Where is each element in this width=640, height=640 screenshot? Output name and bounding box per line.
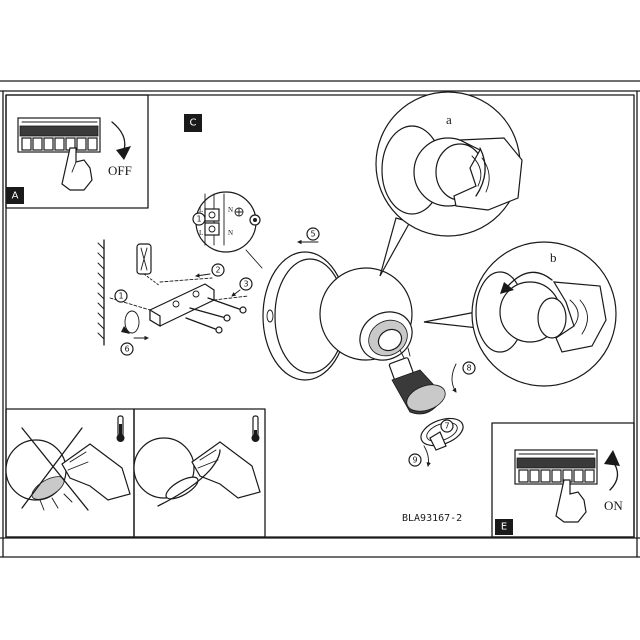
svg-text:5: 5	[310, 230, 315, 239]
step-marker: 2	[195, 263, 225, 278]
step-marker: 5	[297, 227, 320, 245]
terminal-label: N	[228, 206, 233, 214]
callout-b: b	[423, 241, 617, 387]
step-marker: 6	[120, 335, 149, 356]
panel-hot-warning	[5, 408, 135, 538]
panel-c-tag: C	[184, 114, 202, 132]
step-marker: 9	[408, 445, 431, 467]
mounting-bracket	[149, 283, 215, 328]
step-marker: 1	[114, 289, 128, 303]
hand-icon	[555, 479, 587, 523]
model-code: BLA93167-2	[402, 513, 462, 524]
terminal-label: N	[228, 229, 233, 237]
panel-e-switch-on: ON E	[491, 422, 635, 538]
svg-text:6: 6	[124, 345, 129, 354]
terminal-label: L	[199, 206, 203, 214]
breaker-panel-icon	[17, 117, 101, 153]
svg-text:9: 9	[412, 456, 417, 465]
step-marker: 1	[192, 212, 206, 226]
thermometer-cold-icon	[251, 415, 260, 442]
down-arrow-icon	[111, 121, 126, 151]
panel-a-tag: A	[12, 191, 19, 202]
gu10-bulb	[388, 347, 446, 415]
lamp-assembly	[262, 251, 413, 381]
callout-a-label: a	[446, 112, 452, 127]
step-marker: 3	[231, 277, 253, 297]
svg-text:3: 3	[243, 280, 248, 289]
switch-on-label: ON	[604, 498, 623, 513]
terminal-label: L	[199, 229, 203, 237]
svg-text:1: 1	[118, 292, 123, 301]
page-frame	[0, 80, 640, 558]
step-marker: 8	[451, 361, 476, 393]
svg-text:7: 7	[444, 422, 449, 431]
drill-hole-detail	[136, 243, 161, 287]
rotate-arrow-icon	[121, 310, 140, 334]
svg-text:8: 8	[466, 364, 471, 373]
svg-text:1: 1	[196, 215, 201, 224]
glass-ring	[420, 417, 464, 451]
svg-text:2: 2	[215, 266, 220, 275]
svg-text:C: C	[190, 118, 197, 129]
callout-a: a	[375, 91, 523, 277]
step-marker: 7	[440, 419, 454, 433]
panel-cold-ok	[133, 408, 266, 538]
panel-e-tag: E	[501, 522, 507, 533]
breaker-panel-icon	[514, 449, 598, 485]
panel-a-switch-off: OFF A	[5, 94, 149, 209]
wiring-detail: L L N N	[195, 191, 263, 269]
wall	[97, 239, 105, 346]
callout-b-label: b	[550, 250, 557, 265]
thermometer-hot-icon	[116, 415, 125, 442]
switch-off-label: OFF	[108, 163, 132, 178]
hand-icon	[61, 147, 93, 191]
